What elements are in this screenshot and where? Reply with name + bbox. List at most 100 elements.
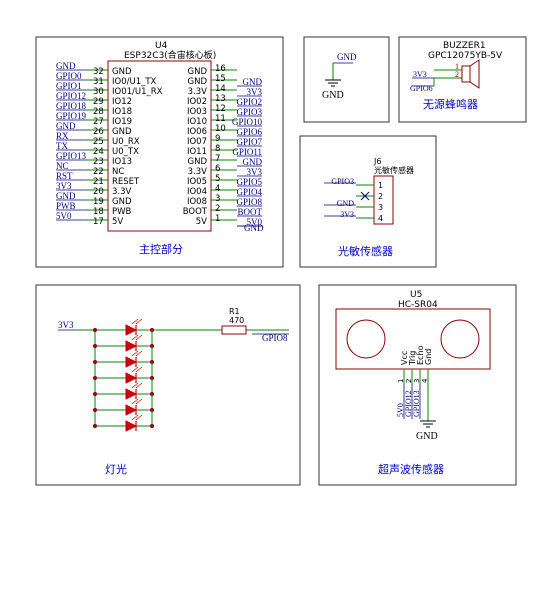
u4-right-pin-num: 8 — [215, 144, 220, 154]
u4-left-net: RST — [56, 171, 73, 181]
buzzer-ref: BUZZER1 — [443, 41, 486, 51]
led-ray — [131, 382, 139, 389]
u5-gnd-net: GND — [416, 431, 438, 442]
junction-dot — [150, 424, 154, 428]
u5-transducer-left — [346, 319, 386, 359]
u5-pin-name: Gnd — [424, 349, 433, 365]
u4-right-pins: 16GNDGND15GND3V3143.3VGPIO213IO02GPIO312… — [183, 64, 263, 227]
u4-right-net: GPIO7 — [236, 137, 262, 147]
u5-body — [335, 308, 491, 370]
junction-dot — [93, 328, 97, 332]
led-ray — [135, 318, 143, 325]
light-section-title: 光敏传感器 — [338, 244, 393, 258]
j6-pin-num: 4 — [378, 214, 383, 223]
u5-transducer-right — [440, 319, 480, 359]
j6-net: GND — [337, 199, 355, 208]
junction-dot — [93, 360, 97, 364]
u4-left-pin-name: NC — [112, 167, 124, 177]
u4-right-pin-name: GND — [188, 157, 208, 167]
led-diode — [125, 340, 138, 352]
u4-left-pin-name: 3.3V — [112, 187, 132, 197]
u4-left-pin-num: 17 — [93, 217, 104, 227]
j6-pin-num: 3 — [378, 203, 383, 212]
led-ray — [135, 334, 143, 341]
u4-left-pin-num: 18 — [93, 207, 104, 217]
u4-right-pin-num: 2 — [215, 204, 220, 214]
u4-right-pin-num: 12 — [215, 104, 226, 114]
junction-dot — [93, 408, 97, 412]
buzzer-net1: 3V3 — [413, 70, 427, 79]
buzzer-body — [461, 65, 471, 83]
buzzer-pin1: 1 — [455, 62, 459, 71]
u5-pin-num: 2 — [405, 379, 413, 383]
u4-left-pin-num: 28 — [93, 107, 104, 117]
buzzer-horn — [469, 59, 480, 89]
u4-left-pin-name: IO01/U1_RX — [112, 87, 163, 97]
led-array: 3V3 R1 470 GPIO8 灯光 — [58, 307, 289, 476]
u4-right-pin-name: IO03 — [187, 107, 207, 117]
u4-left-pin-num: 31 — [93, 77, 104, 87]
u4-left-net: PWB — [56, 201, 76, 211]
u4-left-pin-name: RESET — [112, 177, 140, 187]
frame-light-sensor — [299, 135, 437, 268]
led-diode — [125, 404, 138, 416]
led-ray — [135, 398, 143, 405]
frame-main-controller — [35, 36, 284, 268]
u4-left-net: GPIO13 — [56, 151, 87, 161]
u4-right-pin-num: 10 — [215, 124, 226, 134]
u5-pin-name: Trig — [408, 351, 417, 366]
u4-right-net: GPIO4 — [236, 187, 262, 197]
gnd-net-bottom: GND — [322, 90, 344, 101]
junction-dot — [93, 376, 97, 380]
u4-extra-net: GND — [244, 223, 264, 233]
j6-net: GPIO3 — [331, 177, 354, 186]
u4-right-net: GND — [243, 77, 263, 87]
u4-left-pin-num: 24 — [93, 147, 104, 157]
u4-left-net: GND — [56, 61, 76, 71]
u5-pin-num: 3 — [413, 379, 421, 383]
u5-pin-num: 4 — [421, 378, 429, 383]
u4-right-pin-num: 14 — [215, 84, 226, 94]
led-ray — [135, 414, 143, 421]
u4-right-net: GPIO10 — [232, 117, 263, 127]
u4-left-pin-name: IO13 — [112, 157, 132, 167]
led-diode — [125, 324, 138, 336]
junction-dot — [93, 344, 97, 348]
u4-right-pin-name: IO08 — [187, 197, 207, 207]
r1-body — [221, 325, 247, 335]
u4-left-pin-num: 27 — [93, 117, 104, 127]
u4-right-pin-name: BOOT — [183, 207, 208, 217]
u4-right-net: GPIO2 — [236, 97, 262, 107]
led-ray — [131, 318, 139, 325]
u4-right-pin-num: 15 — [215, 74, 226, 84]
u4-right-net: BOOT — [238, 207, 263, 217]
u4-left-pin-name: PWB — [112, 207, 132, 217]
u4-right-pin-num: 9 — [215, 134, 220, 144]
u4-left-net: GPIO19 — [56, 111, 87, 121]
led-ray — [131, 366, 139, 373]
junction-dot — [93, 424, 97, 428]
u4-right-pin-num: 4 — [215, 184, 220, 194]
u4-left-pin-num: 22 — [93, 167, 104, 177]
u4-left-net: GPIO1 — [56, 81, 82, 91]
u4-right-pin-name: GND — [188, 77, 208, 87]
led-rows — [93, 318, 154, 432]
j6-nc-mark — [360, 191, 370, 201]
r1-value: 470 — [229, 316, 244, 325]
u4-left-pin-name: IO12 — [112, 97, 132, 107]
frame-buzzer — [398, 36, 527, 123]
u5-net: GPIO13 — [412, 390, 421, 417]
u4-right-pin-num: 16 — [215, 64, 226, 74]
u4-right-pin-num: 11 — [215, 114, 226, 124]
buzzer-pin2: 2 — [455, 70, 459, 79]
led-ray — [135, 350, 143, 357]
u4-right-net: GPIO11 — [232, 147, 262, 157]
u4-right-pin-name: IO06 — [187, 127, 207, 137]
u4-right-pin-name: IO05 — [187, 177, 207, 187]
main-section-title: 主控部分 — [139, 242, 183, 256]
u4-left-net: 5V0 — [56, 211, 72, 221]
u5-pin-num: 1 — [397, 379, 405, 383]
led-ray — [131, 414, 139, 421]
